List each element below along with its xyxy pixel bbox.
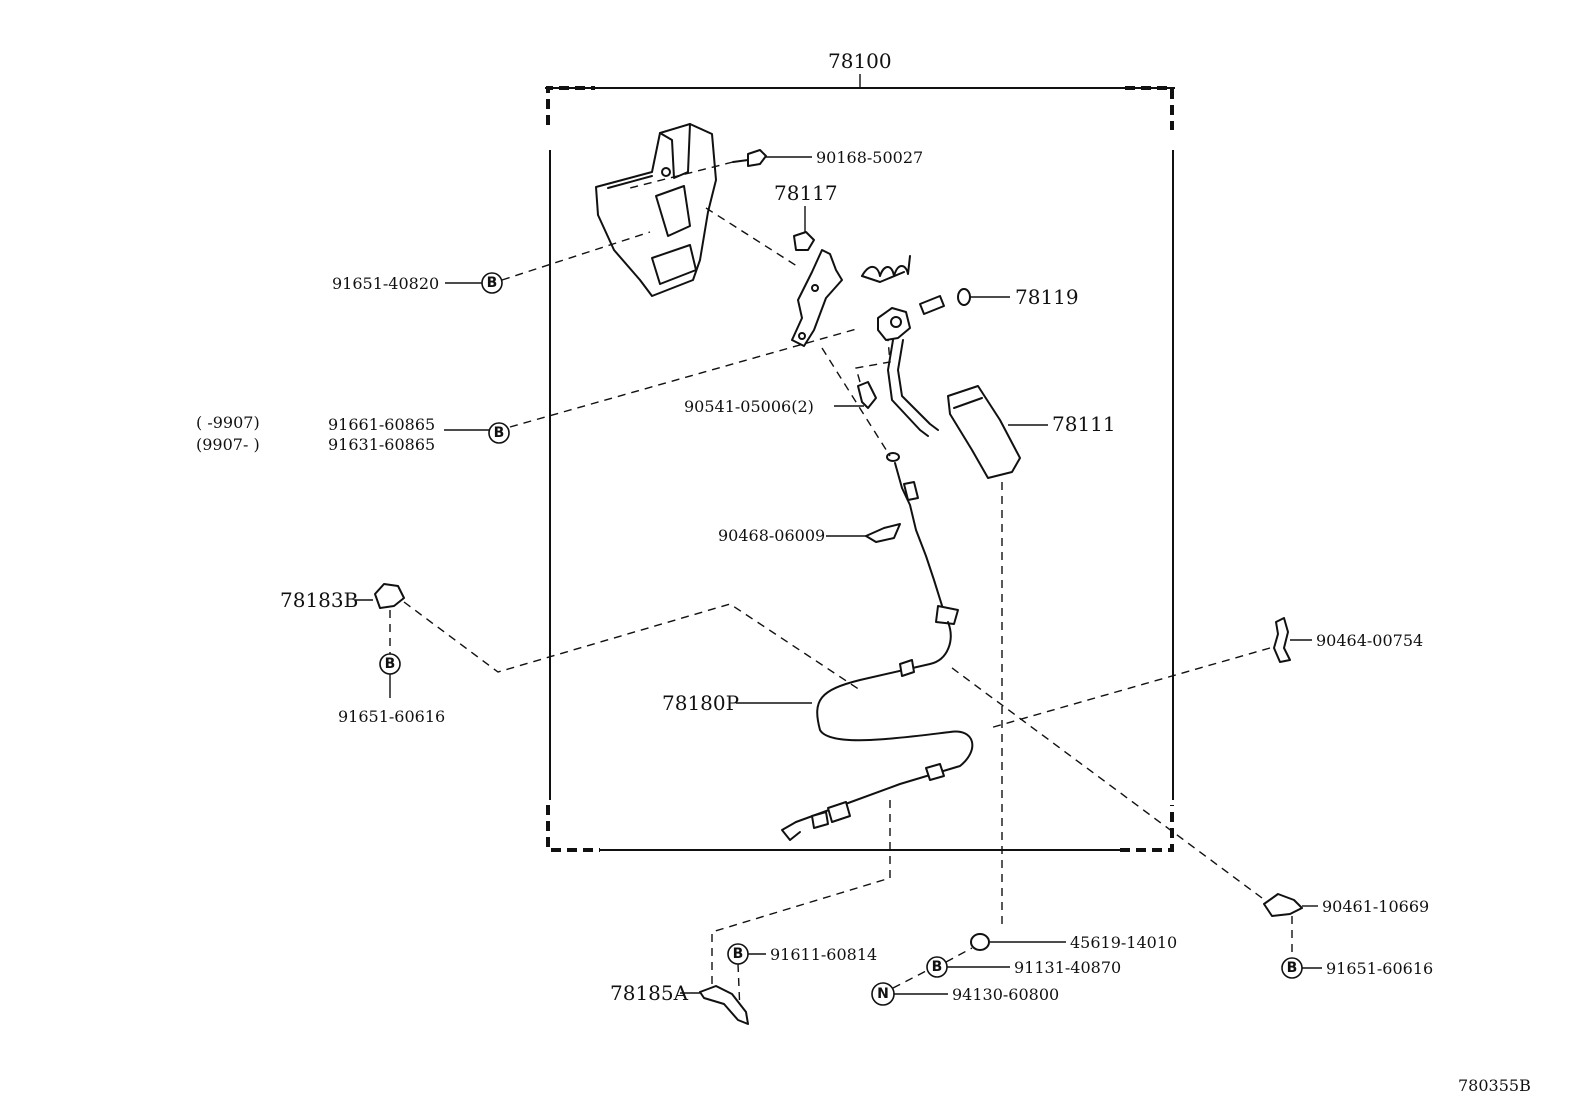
- pedal-arm-drawing: [877, 307, 939, 437]
- label-90464-00754: 90464-00754: [1316, 631, 1423, 650]
- diagram-id: 780355B: [1458, 1076, 1531, 1095]
- return-spring-drawing: [861, 255, 911, 283]
- bolt-symbol-91611-60814: B: [727, 943, 749, 965]
- clip-78117-drawing: [793, 231, 815, 251]
- accelerator-cable-78180P-drawing: [781, 621, 974, 841]
- label-90168-50027: 90168-50027: [816, 148, 923, 167]
- label-78117: 78117: [774, 181, 838, 205]
- label-78185A: 78185A: [610, 981, 689, 1005]
- clip-90468-drawing: [865, 523, 901, 543]
- label-90541-05006: 90541-05006(2): [684, 397, 814, 416]
- label-91651-40820: 91651-40820: [332, 274, 439, 293]
- label-91631-60865: 91631-60865: [328, 435, 435, 454]
- nut-symbol-94130-60800: N: [871, 982, 895, 1006]
- bolt-symbol-91131-40870: B: [926, 956, 948, 978]
- svg-text:B: B: [487, 275, 498, 291]
- label-91131-40870: 91131-40870: [1014, 958, 1121, 977]
- stopper-90541-drawing: [857, 381, 877, 409]
- bushing-78119-drawing: [919, 288, 971, 315]
- label-91611-60814: 91611-60814: [770, 945, 877, 964]
- svg-text:B: B: [1287, 960, 1298, 976]
- range-label-2: (9907- ): [196, 435, 260, 454]
- pedal-pad-78111-drawing: [947, 385, 1021, 479]
- label-91651-60616-right: 91651-60616: [1326, 959, 1433, 978]
- label-91651-60616-left: 91651-60616: [338, 707, 445, 726]
- svg-text:N: N: [877, 986, 889, 1002]
- label-78111: 78111: [1052, 412, 1116, 436]
- pedal-lever-drawing: [791, 249, 843, 347]
- label-94130-60800: 94130-60800: [952, 985, 1059, 1004]
- clamp-78183B-drawing: [374, 583, 405, 609]
- label-78183B: 78183B: [280, 588, 358, 612]
- bolt-symbol-91651-60616-left: B: [379, 653, 401, 675]
- clip-90464-drawing: [1273, 617, 1291, 663]
- bracket-78185A-drawing: [699, 985, 749, 1025]
- svg-text:B: B: [932, 959, 943, 975]
- label-78180P: 78180P: [662, 691, 739, 715]
- bolt-90168-drawing: [732, 149, 767, 167]
- label-90461-10669: 90461-10669: [1322, 897, 1429, 916]
- label-90468-06009: 90468-06009: [718, 526, 825, 545]
- label-78119: 78119: [1015, 285, 1079, 309]
- assembly-frame: [545, 74, 1175, 852]
- bolt-symbol-91651-40820: B: [481, 272, 503, 294]
- pedal-bracket-drawing: [595, 123, 717, 297]
- bolt-symbol-91651-60616-right: B: [1281, 957, 1303, 979]
- range-label-1: ( -9907): [196, 413, 260, 432]
- svg-text:B: B: [733, 946, 744, 962]
- label-45619-14010: 45619-14010: [1070, 933, 1177, 952]
- clamp-90461-drawing: [1263, 893, 1303, 917]
- bolt-symbol-91661-60865: B: [488, 422, 510, 444]
- cushion-45619-drawing: [970, 933, 990, 951]
- svg-text:B: B: [385, 656, 396, 672]
- assembly-label: 78100: [828, 49, 892, 73]
- cable-end-drawing: [886, 452, 959, 625]
- label-91661-60865: 91661-60865: [328, 415, 435, 434]
- svg-text:B: B: [494, 425, 505, 441]
